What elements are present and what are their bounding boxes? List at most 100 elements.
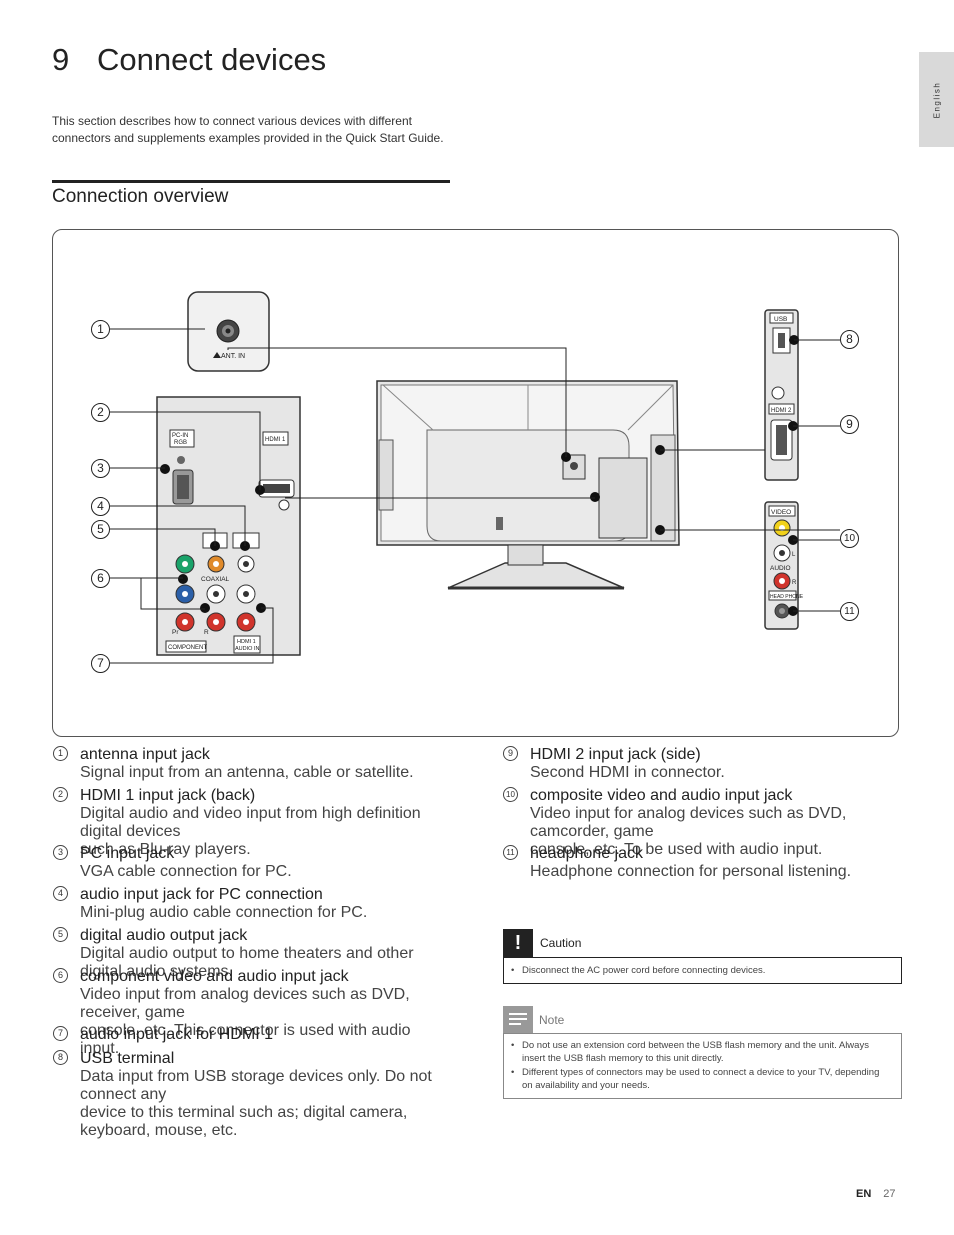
audio-label: AUDIO bbox=[770, 565, 791, 572]
item-title: composite video and audio input jack bbox=[530, 787, 793, 804]
item-marker: 8 bbox=[53, 1050, 68, 1065]
video-label: VIDEO bbox=[771, 509, 791, 516]
note-bullet-line: Do not use an extension cord between the… bbox=[522, 1040, 869, 1051]
item-desc: Data input from USB storage devices only… bbox=[80, 1068, 432, 1103]
headphone-label: HEAD PHONE bbox=[770, 594, 804, 600]
note-bullet-line: insert the USB flash memory to this unit… bbox=[522, 1052, 724, 1064]
hdmi1-audio-label-1: HDMI 1 bbox=[237, 639, 256, 645]
hdmi2-label: HDMI 2 bbox=[771, 408, 792, 414]
item-marker: 11 bbox=[503, 845, 518, 860]
item-title: audio input jack for PC connection bbox=[80, 886, 323, 903]
rear-panel: PC-IN RGB HDMI 1 COAXIAL bbox=[156, 396, 301, 656]
callout-2: 2 bbox=[91, 403, 110, 422]
side-panel-usb-hdmi: USB HDMI 2 bbox=[764, 309, 799, 481]
item-title: PC input jack bbox=[80, 845, 175, 862]
note-bullet-line: on availability and your needs. bbox=[522, 1079, 650, 1091]
antenna-panel: ANT. IN bbox=[187, 291, 270, 372]
ant-in-label: ANT. IN bbox=[221, 353, 245, 360]
item-desc: Digital audio output to home theaters an… bbox=[80, 945, 414, 980]
chapter-name: Connect devices bbox=[97, 42, 327, 77]
item-marker: 2 bbox=[53, 787, 68, 802]
rgb-label: RGB bbox=[174, 440, 187, 446]
item-desc: Video input for analog devices such as D… bbox=[530, 805, 847, 840]
l-label: L bbox=[792, 552, 796, 558]
language-tab: English bbox=[919, 52, 954, 147]
hdmi1-audio-label-2: AUDIO IN bbox=[235, 646, 259, 652]
page-number: 27 bbox=[883, 1188, 896, 1200]
list-item: 2 HDMI 1 input jack (back) Digital audio… bbox=[53, 787, 453, 859]
exclamation-icon: ! bbox=[503, 929, 533, 957]
intro-paragraph: This section describes how to connect va… bbox=[52, 114, 444, 145]
item-desc: such as Blu-ray players. bbox=[80, 841, 251, 858]
item-title: audio input jack for HDMI 1 bbox=[80, 1026, 273, 1043]
item-marker: 7 bbox=[53, 1026, 68, 1041]
item-desc: Headphone connection for personal listen… bbox=[530, 863, 852, 880]
side-panel-av: VIDEO AUDIO L R HEAD PHONE bbox=[764, 501, 804, 630]
item-title: HDMI 1 input jack (back) bbox=[80, 787, 256, 804]
ant-arrow-icon bbox=[213, 352, 221, 358]
item-marker: 1 bbox=[53, 746, 68, 761]
coaxial-label: COAXIAL bbox=[201, 576, 230, 583]
list-item: 1 antenna input jack Signal input from a… bbox=[53, 746, 453, 782]
hdmi1-label: HDMI 1 bbox=[265, 437, 286, 443]
side-r-label: R bbox=[792, 580, 797, 586]
item-desc: Second HDMI in connector. bbox=[530, 764, 725, 781]
item-title: antenna input jack bbox=[80, 746, 210, 763]
component-label: COMPONENT bbox=[168, 645, 207, 651]
item-marker: 10 bbox=[503, 787, 518, 802]
callout-10: 10 bbox=[840, 529, 859, 548]
caution-header: ! Caution bbox=[503, 929, 903, 957]
chapter-title: 9 Connect devices bbox=[52, 42, 326, 78]
callout-11: 11 bbox=[840, 602, 859, 621]
note-bullet-line: Different types of connectors may be use… bbox=[522, 1067, 880, 1078]
item-title: headphone jack bbox=[530, 845, 643, 862]
item-title: USB terminal bbox=[80, 1050, 175, 1067]
list-item: 4 audio input jack for PC connection Min… bbox=[53, 886, 453, 922]
section-title: Connection overview bbox=[52, 186, 229, 207]
list-item: 9 HDMI 2 input jack (side) Second HDMI i… bbox=[503, 746, 903, 782]
item-marker: 6 bbox=[53, 968, 68, 983]
callout-9: 9 bbox=[840, 415, 859, 434]
tv-back bbox=[376, 380, 680, 590]
list-item: 3 PC input jack VGA cable connection for… bbox=[53, 845, 453, 881]
item-desc: Video input from analog devices such as … bbox=[80, 986, 410, 1021]
section-rule bbox=[52, 180, 450, 183]
callout-5: 5 bbox=[91, 520, 110, 539]
list-item: 7 audio input jack for HDMI 1 bbox=[53, 1026, 453, 1044]
note-header: Note bbox=[503, 1006, 903, 1033]
item-desc: VGA cable connection for PC. bbox=[80, 863, 292, 880]
item-title: HDMI 2 input jack (side) bbox=[530, 746, 701, 763]
list-item: 11 headphone jack Headphone connection f… bbox=[503, 845, 903, 881]
item-marker: 4 bbox=[53, 886, 68, 901]
r-label: R bbox=[204, 629, 209, 636]
callout-4: 4 bbox=[91, 497, 110, 516]
callout-3: 3 bbox=[91, 459, 110, 478]
item-desc: console, etc. To be used with audio inpu… bbox=[530, 841, 823, 858]
footer-lang: EN bbox=[856, 1188, 872, 1200]
connection-diagram: ANT. IN PC-IN RGB HDMI 1 CO bbox=[52, 229, 899, 737]
item-marker: 9 bbox=[503, 746, 518, 761]
note-title: Note bbox=[539, 1013, 565, 1027]
page-footer: EN 27 bbox=[856, 1188, 896, 1200]
pc-in-label: PC-IN bbox=[172, 433, 188, 439]
caution-title: Caution bbox=[540, 936, 582, 950]
note-box: Do not use an extension cord between the… bbox=[503, 1033, 902, 1099]
callout-7: 7 bbox=[91, 654, 110, 673]
list-item: 6 component video and audio input jack V… bbox=[53, 968, 453, 1058]
pr-label: Pr bbox=[172, 629, 179, 636]
caution-bullet: Disconnect the AC power cord before conn… bbox=[504, 965, 901, 978]
item-desc: Digital audio and video input from high … bbox=[80, 805, 421, 840]
callout-1: 1 bbox=[91, 320, 110, 339]
item-title: digital audio output jack bbox=[80, 927, 248, 944]
item-desc: Signal input from an antenna, cable or s… bbox=[80, 764, 414, 781]
usb-label: USB bbox=[774, 316, 787, 323]
connection-diagram-drawing: ANT. IN PC-IN RGB HDMI 1 CO bbox=[110, 291, 840, 664]
item-title: component video and audio input jack bbox=[80, 968, 349, 985]
chapter-number: 9 bbox=[52, 42, 70, 77]
list-item: 8 USB terminal Data input from USB stora… bbox=[53, 1050, 453, 1140]
item-marker: 3 bbox=[53, 845, 68, 860]
callout-8: 8 bbox=[840, 330, 859, 349]
item-desc: device to this terminal such as; digital… bbox=[80, 1104, 408, 1139]
item-marker: 5 bbox=[53, 927, 68, 942]
note-icon bbox=[503, 1006, 533, 1033]
